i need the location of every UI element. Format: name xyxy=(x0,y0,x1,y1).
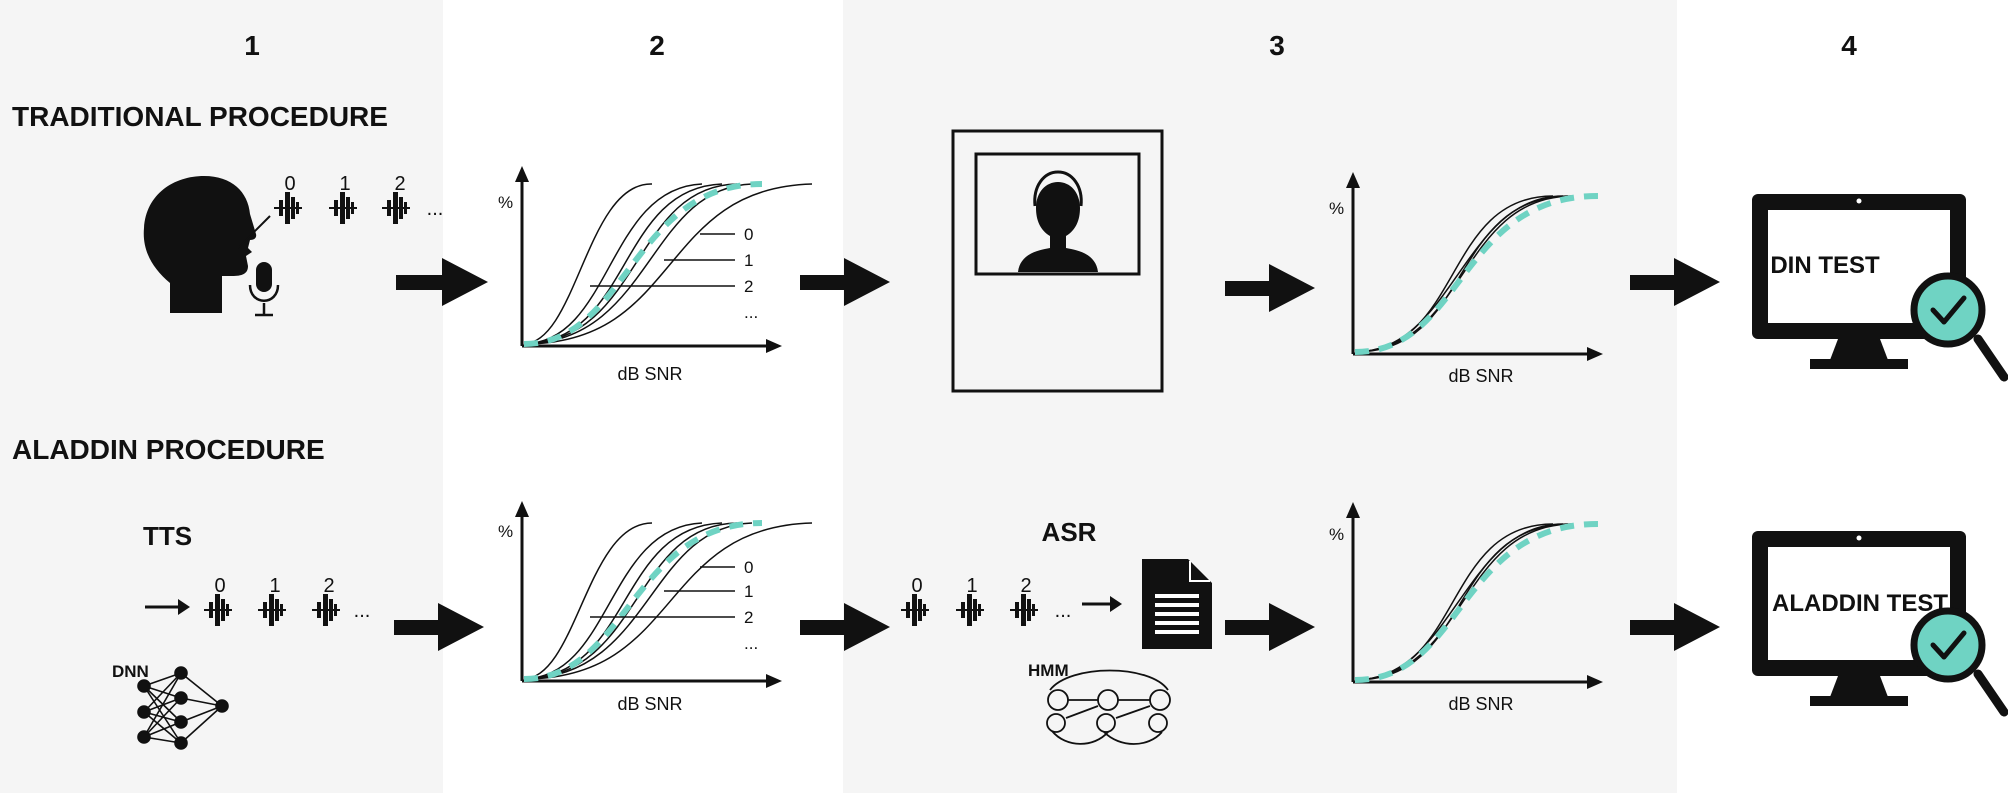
column-3-panel xyxy=(843,0,1677,793)
curve-label-ellipsis: ... xyxy=(744,634,758,653)
x-axis-label: dB SNR xyxy=(1448,694,1513,714)
y-axis-label: % xyxy=(1329,525,1344,544)
digit-label-1: 1 xyxy=(339,173,350,195)
digit-label-ellipsis: ... xyxy=(354,600,371,622)
aladdin-test-label: ALADDIN TEST xyxy=(1772,590,1948,617)
head-icon xyxy=(143,176,257,313)
digit-label-0: 0 xyxy=(214,575,225,597)
magnifier-check-icon xyxy=(1910,607,2008,717)
psychometric-plot: % dB SNR xyxy=(1329,172,1603,386)
speech-line xyxy=(237,215,271,249)
column-1-panel xyxy=(0,0,443,793)
mean-curve xyxy=(1354,521,1599,683)
y-axis-label: % xyxy=(1329,199,1344,218)
column-number-1: 1 xyxy=(244,30,260,61)
curve-label-1: 1 xyxy=(744,251,753,270)
digit-label-2: 2 xyxy=(1020,575,1031,597)
digit-label-ellipsis: ... xyxy=(427,198,444,220)
curve-label-ellipsis: ... xyxy=(744,303,758,322)
curve-3 xyxy=(1354,195,1574,353)
psychometric-plot: % dB SNR xyxy=(1329,502,1603,714)
digit-label-2: 2 xyxy=(323,575,334,597)
waveform-icon xyxy=(1010,594,1038,626)
column-number-2: 2 xyxy=(649,30,665,61)
arrow-icon xyxy=(1225,264,1315,312)
x-axis-label: dB SNR xyxy=(617,364,682,384)
x-axis-label: dB SNR xyxy=(617,694,682,714)
magnifier-check-icon xyxy=(1910,272,2008,382)
arrow-icon xyxy=(1630,258,1720,306)
listener-booth-icon xyxy=(951,129,1164,393)
arrow-icon xyxy=(1630,603,1720,651)
aladdin-procedure-title: ALADDIN PROCEDURE xyxy=(12,434,325,465)
waveform-icon xyxy=(204,594,232,626)
waveform-icon xyxy=(329,192,357,224)
arrow-icon xyxy=(800,258,890,306)
curve-5 xyxy=(523,522,813,680)
curve-label-1: 1 xyxy=(744,582,753,601)
curve-label-0: 0 xyxy=(744,558,753,577)
digit-label-1: 1 xyxy=(269,575,280,597)
waveform-icon xyxy=(901,594,929,626)
asr-label: ASR xyxy=(1042,517,1097,547)
digit-label-0: 0 xyxy=(284,173,295,195)
curve-3 xyxy=(1354,523,1574,681)
curve-2 xyxy=(523,522,723,680)
mean-curve xyxy=(1354,193,1599,355)
curve-3 xyxy=(523,522,738,680)
mean-curve xyxy=(523,181,763,347)
arrow-icon xyxy=(1225,603,1315,651)
curve-4 xyxy=(523,183,753,345)
document-icon xyxy=(1142,559,1212,649)
waveform-icon xyxy=(382,192,410,224)
traditional-procedure-title: TRADITIONAL PROCEDURE xyxy=(12,101,388,132)
asr-arrow-head xyxy=(1110,596,1122,612)
waveform-icon xyxy=(258,594,286,626)
dnn-label: DNN xyxy=(112,662,149,681)
curve-4 xyxy=(523,522,753,680)
digit-label-ellipsis: ... xyxy=(1055,600,1072,622)
neural-network-icon xyxy=(137,666,229,750)
tts-arrow-head xyxy=(178,599,190,615)
tts-label: TTS xyxy=(143,521,192,551)
arrow-icon xyxy=(396,258,488,306)
arrow-icon xyxy=(800,603,890,651)
waveform-icon xyxy=(312,594,340,626)
column-number-4: 4 xyxy=(1841,30,1857,61)
arrow-icon xyxy=(394,603,484,651)
hmm-label: HMM xyxy=(1028,661,1069,680)
curve-2 xyxy=(1354,523,1569,681)
din-test-label: DIN TEST xyxy=(1770,252,1880,279)
curve-5 xyxy=(523,183,813,345)
waveform-icon xyxy=(274,192,302,224)
x-axis-label: dB SNR xyxy=(1448,366,1513,386)
digit-label-1: 1 xyxy=(966,575,977,597)
psychometric-plot: % dB SNR 0 1 2 ... xyxy=(498,166,813,384)
waveform-icon xyxy=(956,594,984,626)
psychometric-plot: % dB SNR 0 1 2 ... xyxy=(498,501,813,714)
curve-2 xyxy=(1354,195,1569,353)
mean-curve xyxy=(523,520,763,682)
curve-2 xyxy=(523,183,723,345)
curve-label-2: 2 xyxy=(744,608,753,627)
digit-label-0: 0 xyxy=(911,575,922,597)
digit-label-2: 2 xyxy=(394,173,405,195)
curve-0 xyxy=(523,522,653,680)
hmm-icon xyxy=(1046,669,1171,745)
y-axis-label: % xyxy=(498,193,513,212)
curve-label-2: 2 xyxy=(744,277,753,296)
y-axis-label: % xyxy=(498,522,513,541)
curve-0 xyxy=(523,183,653,345)
curve-3 xyxy=(523,183,738,345)
microphone-icon xyxy=(248,262,280,317)
column-number-3: 3 xyxy=(1269,30,1285,61)
curve-label-0: 0 xyxy=(744,225,753,244)
